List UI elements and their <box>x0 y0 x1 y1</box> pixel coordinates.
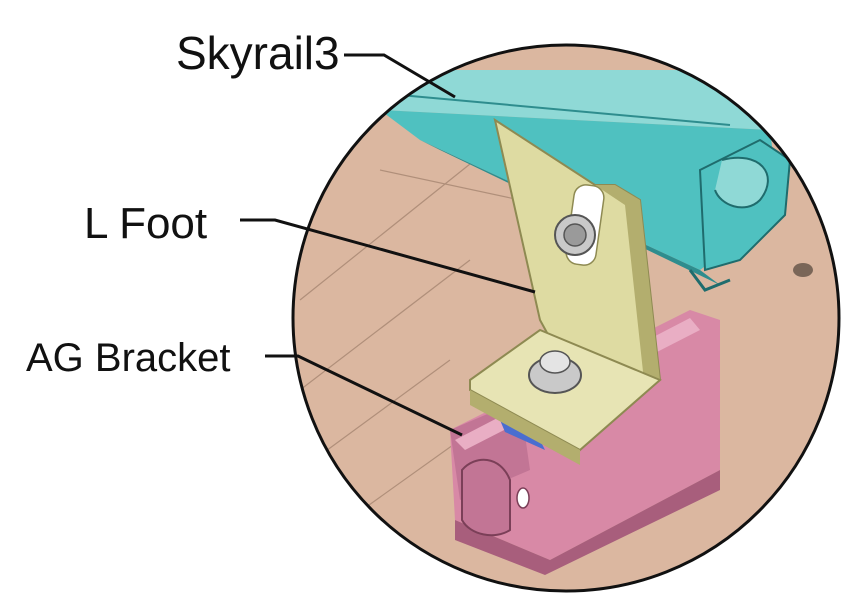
leader-lines <box>240 53 536 437</box>
ag-bracket-leader <box>265 354 463 437</box>
skyrail-leader <box>344 53 456 99</box>
ag-bracket-label: AG Bracket <box>26 336 231 380</box>
roof-hole <box>793 263 813 277</box>
bracket-hole <box>516 487 530 509</box>
lfoot-leader <box>240 218 536 294</box>
magnified-detail-view <box>293 45 839 591</box>
magnifier-circle-outline <box>291 43 841 593</box>
lower-bolt <box>528 350 582 394</box>
l-foot-label: L Foot <box>84 199 208 248</box>
skyrail-label: Skyrail3 <box>176 27 340 79</box>
upper-bolt <box>554 214 596 256</box>
